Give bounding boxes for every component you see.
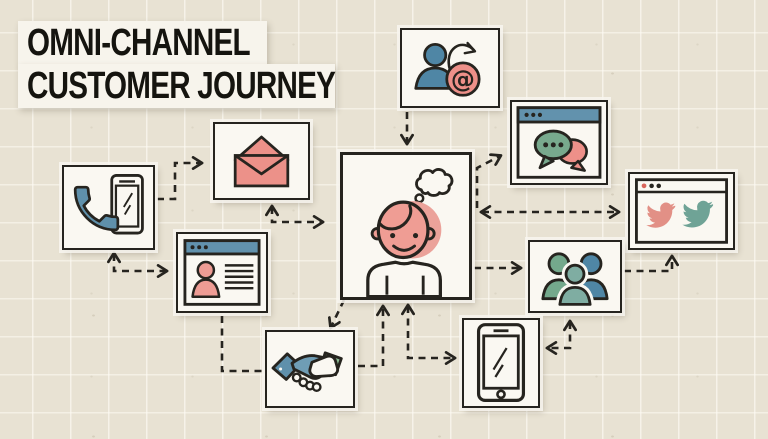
connector-customer-to-deal	[331, 299, 346, 327]
node-live-chat	[510, 100, 608, 185]
connector-profile-deal	[220, 316, 262, 373]
node-customer	[340, 152, 472, 300]
chat-browser-icon	[516, 106, 602, 179]
connector-customer-to-chat	[475, 156, 500, 208]
people-group-icon	[541, 252, 609, 309]
node-email	[213, 122, 310, 200]
node-email-signup: @	[400, 28, 500, 108]
node-community	[528, 240, 622, 313]
node-deal	[265, 330, 355, 408]
customer-thinking-icon	[366, 168, 454, 297]
handshake-icon	[271, 351, 343, 393]
twitter-browser-icon	[635, 178, 728, 244]
connector-community-mobile	[548, 322, 570, 348]
connector-deal-to-customer	[358, 307, 383, 368]
title-line-1: OMNI-CHANNEL	[18, 21, 267, 65]
connector-customer-mobile	[408, 306, 454, 358]
smartphone-icon	[476, 323, 526, 402]
shirt	[366, 260, 442, 297]
connector-phone-profile	[114, 254, 166, 271]
connector-email-customer	[272, 207, 322, 222]
title-text-2: CUSTOMER JOURNEY	[27, 65, 336, 107]
node-mobile-app	[462, 318, 540, 408]
node-phone-call	[62, 165, 155, 250]
node-website-profile	[176, 232, 268, 313]
title-line-2: CUSTOMER JOURNEY	[18, 64, 336, 108]
diagram-title: OMNI-CHANNEL CUSTOMER JOURNEY	[18, 21, 336, 108]
envelope-icon	[233, 135, 290, 188]
user-at-sign-icon: @	[414, 41, 481, 97]
hand-right	[308, 354, 340, 379]
connector-community-to-social	[624, 257, 672, 273]
title-text-1: OMNI-CHANNEL	[27, 22, 251, 64]
node-social-media	[628, 172, 735, 250]
phone-call-icon	[73, 174, 144, 235]
hair-fringe	[378, 204, 413, 231]
connector-phone-to-email	[157, 163, 201, 201]
profile-browser-icon	[183, 239, 261, 306]
thought-bubble	[415, 168, 454, 197]
at-symbol: @	[451, 65, 475, 93]
